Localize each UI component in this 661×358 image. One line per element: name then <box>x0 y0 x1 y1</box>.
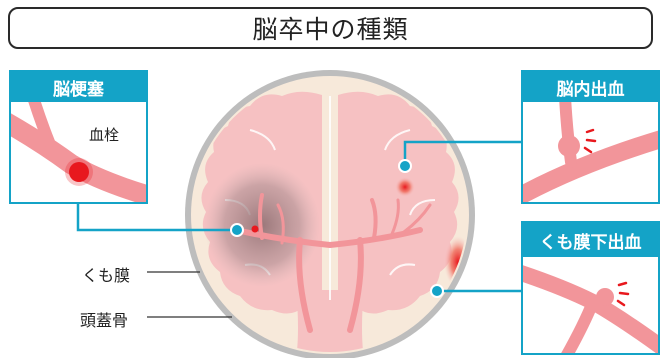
title-banner: 脳卒中の種類 <box>8 7 653 49</box>
brain-stem <box>296 290 364 352</box>
panel-label-subarachnoid: くも膜下出血 <box>523 223 658 257</box>
marker-hemorrhage <box>398 159 412 173</box>
sah-aneurysm <box>596 288 614 306</box>
panel-label-hemorrhage: 脳内出血 <box>523 72 658 102</box>
aneurysm-rupture <box>558 135 580 157</box>
hemorrhage-vessel-illustration <box>523 102 658 202</box>
marker-infarct <box>230 223 244 237</box>
clot-spot-brain <box>251 225 259 233</box>
panel-intracerebral-hemorrhage: 脳内出血 <box>521 70 660 204</box>
page-title: 脳卒中の種類 <box>252 15 409 44</box>
subarachnoid-vessel-illustration <box>523 265 658 353</box>
panel-label-infarction: 脳梗塞 <box>11 72 146 102</box>
clot-label: 血栓 <box>89 126 120 144</box>
panel-subarachnoid-hemorrhage: くも膜下出血 <box>521 221 660 355</box>
label-skull: 頭蓋骨 <box>80 311 129 330</box>
connector-infarct <box>76 202 236 232</box>
panel-cerebral-infarction: 脳梗塞 血栓 <box>9 70 148 204</box>
marker-subarachnoid <box>430 284 444 298</box>
hemorrhage-spot <box>395 177 415 197</box>
infarct-vessel-illustration <box>11 102 146 202</box>
connector-hemorrhage <box>403 140 522 166</box>
label-arachnoid: くも膜 <box>82 266 131 285</box>
blood-clot <box>69 162 89 182</box>
